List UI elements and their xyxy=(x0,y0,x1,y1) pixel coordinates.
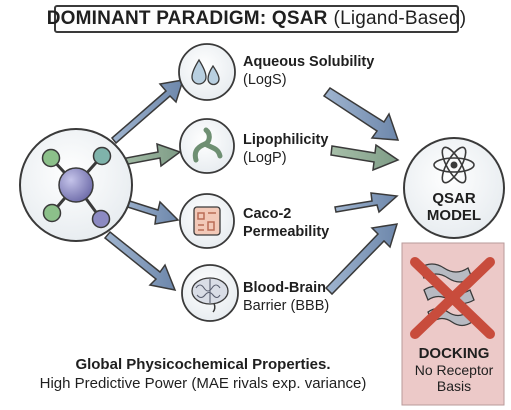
title-sub: (Ligand-Based) xyxy=(333,8,467,29)
protein-crossed-icon xyxy=(410,257,495,339)
property-name: Aqueous Solubility xyxy=(243,54,375,70)
docking-line3: Basis xyxy=(436,378,472,394)
property-name: Caco-2 xyxy=(243,206,292,222)
qsar-model-node xyxy=(403,137,505,239)
property-detail: Barrier (BBB) xyxy=(243,298,330,314)
arrow-solubility-to-qsar xyxy=(322,86,400,141)
property-bbb: Blood-Brain Barrier (BBB) xyxy=(243,279,329,315)
footer-line2: High Predictive Power (MAE rivals exp. v… xyxy=(39,375,367,392)
arrow-bbb-to-qsar xyxy=(324,223,399,296)
property-name: Blood-Brain xyxy=(243,280,326,296)
property-solubility: Aqueous Solubility (LogS) xyxy=(243,53,374,89)
cell-membrane-icon xyxy=(179,193,235,249)
title-main: DOMINANT PARADIGM: QSAR xyxy=(46,8,328,29)
property-detail: Permeability xyxy=(243,224,330,240)
footer-caption: Global Physicochemical Properties. High … xyxy=(8,355,398,393)
molecule-icon xyxy=(19,128,133,242)
brain-icon xyxy=(181,264,239,322)
property-lipophilicity: Lipophilicity (LogP) xyxy=(243,131,328,167)
property-caco2: Caco-2 Permeability xyxy=(243,205,329,241)
property-detail: (LogS) xyxy=(243,72,287,88)
atom-icon xyxy=(433,146,475,184)
qsar-line1: QSAR xyxy=(432,190,476,207)
docking-line2: No Receptor xyxy=(414,362,494,378)
lipid-icon xyxy=(179,118,235,174)
page-title: DOMINANT PARADIGM: QSAR (Ligand-Based) xyxy=(47,5,466,33)
property-detail: (LogP) xyxy=(243,150,287,166)
arrow-lipophilicity-to-qsar xyxy=(330,143,400,172)
arrow-caco2-to-qsar xyxy=(334,192,399,214)
footer-line1: Global Physicochemical Properties. xyxy=(75,356,331,373)
qsar-model-label: QSAR MODEL xyxy=(411,190,497,224)
water-drop-icon xyxy=(178,43,236,101)
docking-label: DOCKING No Receptor Basis xyxy=(403,345,505,395)
arrow-to-bbb xyxy=(103,230,177,292)
property-name: Lipophilicity xyxy=(243,132,329,148)
docking-title: DOCKING xyxy=(418,345,490,362)
arrow-to-solubility xyxy=(110,79,185,145)
qsar-line2: MODEL xyxy=(426,207,482,224)
